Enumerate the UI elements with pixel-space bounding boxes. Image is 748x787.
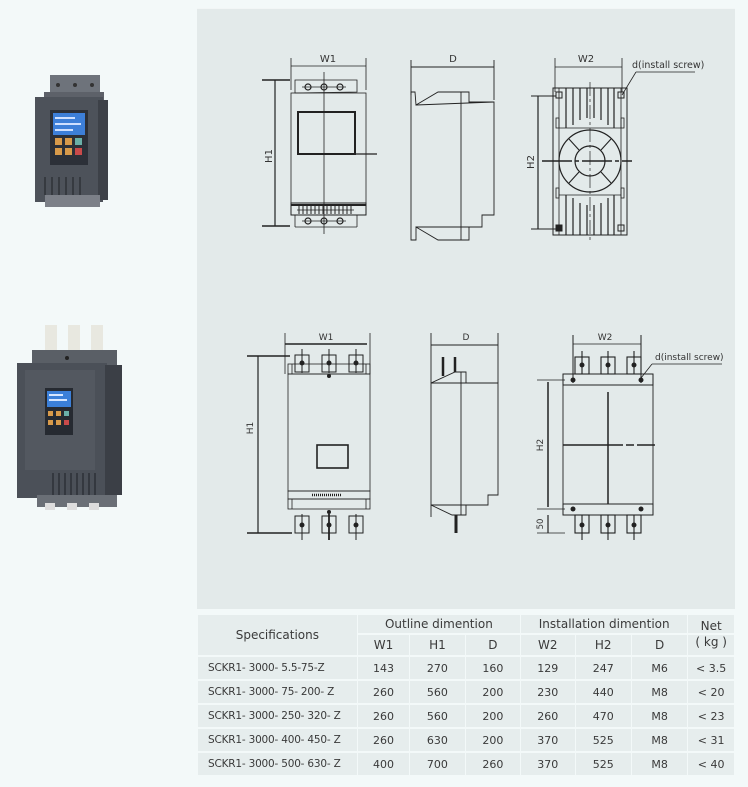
screw-label-1: d(install screw) — [632, 60, 704, 71]
cell-screw: M8 — [631, 753, 688, 775]
cell-net: < 31 — [688, 729, 734, 751]
product-photo-large — [17, 325, 122, 510]
cell-h1: 630 — [410, 729, 465, 751]
table-row: SCKR1- 3000- 75- 200- Z 260 560 200 230 … — [198, 681, 734, 703]
front-view-1 — [262, 58, 377, 234]
header-specifications: Specifications — [198, 615, 357, 655]
w2-label-1: W2 — [578, 54, 594, 65]
cell-w1: 143 — [357, 657, 410, 679]
cell-screw: M8 — [631, 705, 688, 727]
d-label-2: D — [463, 333, 470, 343]
side-view-1 — [410, 60, 495, 241]
cell-screw: M6 — [631, 657, 688, 679]
screw-label-2: d(install screw) — [655, 353, 724, 363]
cell-w1: 260 — [357, 681, 410, 703]
h2-label-1: H2 — [526, 155, 537, 169]
cell-h1: 560 — [410, 705, 465, 727]
header-net-unit: ( kg ) — [688, 635, 734, 655]
mount-view-1 — [531, 58, 695, 240]
cell-w1: 400 — [357, 753, 410, 775]
front-view-2 — [247, 333, 371, 540]
cell-screw: M8 — [631, 729, 688, 751]
table-row: SCKR1- 3000- 500- 630- Z 400 700 260 370… — [198, 753, 734, 775]
cell-spec: SCKR1- 3000- 5.5-75-Z — [198, 657, 357, 679]
cell-net: < 40 — [688, 753, 734, 775]
cell-h2: 525 — [575, 753, 631, 775]
cell-w2: 370 — [521, 729, 575, 751]
cell-w2: 230 — [521, 681, 575, 703]
cell-net: < 3.5 — [688, 657, 734, 679]
h1-label-1: H1 — [264, 149, 275, 163]
h2-label-2: H2 — [536, 439, 546, 452]
table-row: SCKR1- 3000- 5.5-75-Z 143 270 160 129 24… — [198, 657, 734, 679]
cell-d: 200 — [465, 705, 521, 727]
cell-net: < 23 — [688, 705, 734, 727]
cell-screw: M8 — [631, 681, 688, 703]
header-w2: W2 — [521, 635, 575, 655]
cell-h1: 270 — [410, 657, 465, 679]
header-installation-dimension: Installation dimention — [521, 615, 688, 633]
header-d-outline: D — [465, 635, 521, 655]
cell-w2: 260 — [521, 705, 575, 727]
cell-spec: SCKR1- 3000- 250- 320- Z — [198, 705, 357, 727]
cell-h2: 440 — [575, 681, 631, 703]
cell-d: 160 — [465, 657, 521, 679]
cell-d: 200 — [465, 681, 521, 703]
cell-spec: SCKR1- 3000- 500- 630- Z — [198, 753, 357, 775]
cell-h2: 470 — [575, 705, 631, 727]
cell-w2: 370 — [521, 753, 575, 775]
drawing-set-1: W1 H1 D — [262, 54, 704, 241]
cell-h1: 560 — [410, 681, 465, 703]
cell-d: 260 — [465, 753, 521, 775]
cell-w2: 129 — [521, 657, 575, 679]
drawing-set-2: W1 H1 D — [246, 333, 724, 540]
cell-net: < 20 — [688, 681, 734, 703]
cell-h2: 525 — [575, 729, 631, 751]
mount-view-2 — [537, 335, 722, 540]
table-row: SCKR1- 3000- 400- 450- Z 260 630 200 370… — [198, 729, 734, 751]
spec-table: Specifications Outline dimention Install… — [197, 613, 735, 777]
header-h1: H1 — [410, 635, 465, 655]
w1-label-2: W1 — [319, 333, 334, 343]
cell-h2: 247 — [575, 657, 631, 679]
cell-spec: SCKR1- 3000- 75- 200- Z — [198, 681, 357, 703]
header-outline-dimension: Outline dimention — [357, 615, 521, 633]
w1-label-1: W1 — [320, 54, 336, 65]
h1-label-2: H1 — [246, 422, 256, 435]
header-net: Net — [688, 615, 734, 633]
cell-spec: SCKR1- 3000- 400- 450- Z — [198, 729, 357, 751]
cell-w1: 260 — [357, 705, 410, 727]
header-h2: H2 — [575, 635, 631, 655]
cell-d: 200 — [465, 729, 521, 751]
header-w1: W1 — [357, 635, 410, 655]
side-view-2 — [430, 333, 499, 533]
cell-h1: 700 — [410, 753, 465, 775]
w2-label-2: W2 — [598, 333, 613, 343]
cell-w1: 260 — [357, 729, 410, 751]
table-row: SCKR1- 3000- 250- 320- Z 260 560 200 260… — [198, 705, 734, 727]
header-d-install: D — [631, 635, 688, 655]
d-label-1: D — [449, 54, 457, 65]
offset-label-2: 50 — [536, 519, 546, 530]
product-photo-small — [35, 75, 108, 207]
